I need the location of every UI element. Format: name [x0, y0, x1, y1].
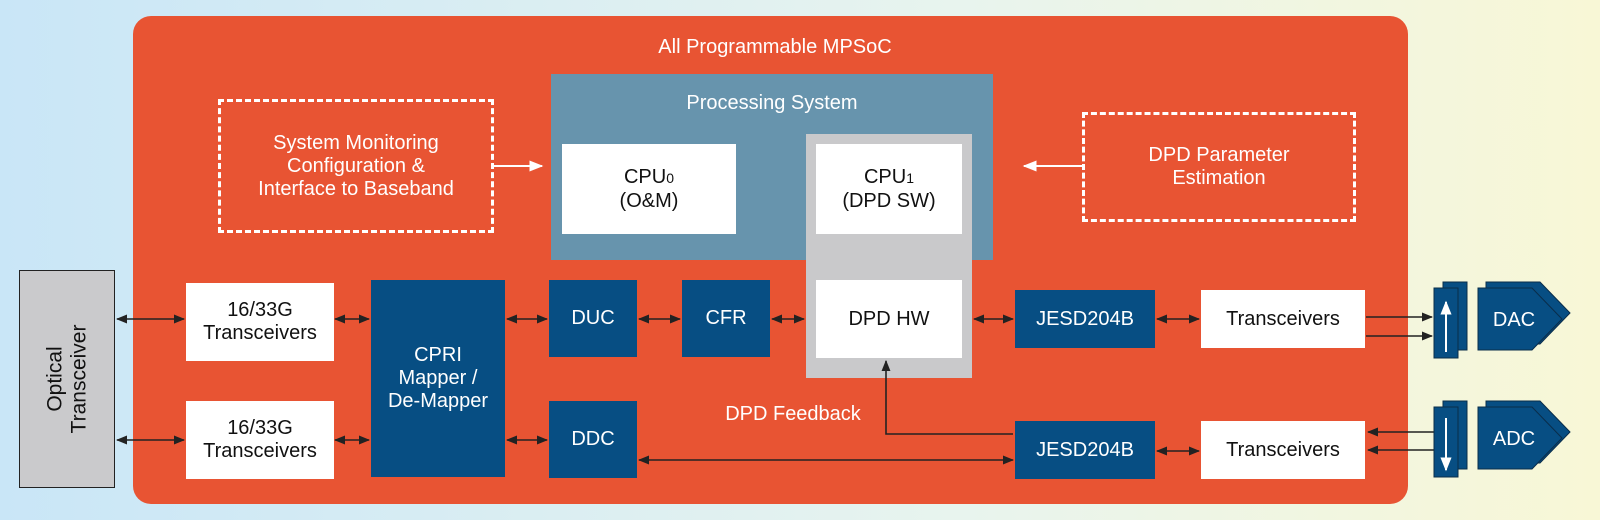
dpd-hw-block: DPD HW: [816, 280, 962, 358]
ddc-block: DDC: [549, 401, 637, 478]
cpu0-title: CPU0: [623, 165, 675, 188]
duc-block: DUC: [549, 280, 637, 357]
dac-label: DAC: [1493, 309, 1535, 331]
transceivers-top: Transceivers: [1201, 290, 1365, 348]
transceivers-bottom: Transceivers: [1201, 421, 1365, 479]
cpu1-role: (DPD SW): [842, 189, 936, 212]
system-monitoring-block: System Monitoring Configuration & Interf…: [218, 99, 494, 233]
cpu1-block: CPU1 (DPD SW): [816, 144, 962, 234]
adc-label: ADC: [1493, 428, 1535, 450]
adc-group: [1433, 400, 1571, 478]
cpu0-block: CPU0 (O&M): [562, 144, 736, 234]
optical-transceiver-block: Optical Transceiver: [19, 270, 115, 488]
cpri-mapper-block: CPRI Mapper / De-Mapper: [371, 280, 505, 477]
dpd-parameter-estimation-block: DPD Parameter Estimation: [1082, 112, 1356, 222]
dac-group: [1433, 281, 1571, 359]
cpu1-title: CPU1: [863, 165, 915, 188]
cpu0-role: (O&M): [619, 189, 679, 212]
processing-system-title: Processing System: [686, 91, 858, 114]
transceivers-16-33g-bottom: 16/33G Transceivers: [186, 401, 334, 479]
jesd204b-top: JESD204B: [1015, 290, 1155, 348]
dpd-feedback-label: DPD Feedback: [725, 402, 861, 425]
mpsoc-title: All Programmable MPSoC: [658, 35, 892, 58]
dpd-feedback-path: [881, 359, 1013, 435]
transceivers-16-33g-top: 16/33G Transceivers: [186, 283, 334, 361]
jesd204b-bottom: JESD204B: [1015, 421, 1155, 479]
cfr-block: CFR: [682, 280, 770, 357]
